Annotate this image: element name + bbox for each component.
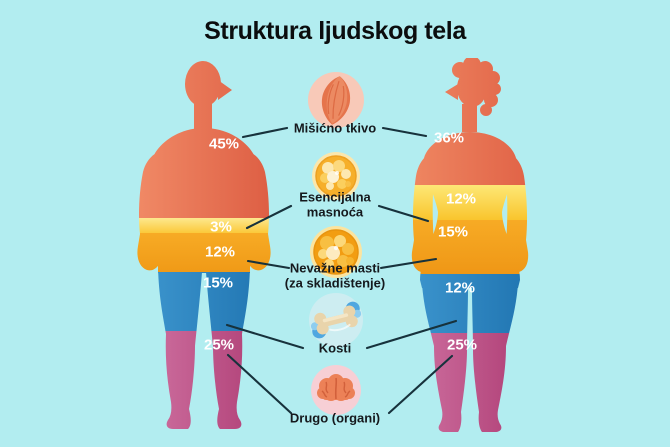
male-pct-other: 25% <box>203 336 235 354</box>
label-other-organs: Drugo (organi) <box>289 410 381 426</box>
label-essential-fat: Esencijalna masnoća <box>299 189 371 220</box>
male-pct-essential-fat: 3% <box>210 218 232 236</box>
male-band-muscle <box>137 61 271 218</box>
fat-storage-icon <box>310 226 362 278</box>
muscle-icon <box>308 72 364 128</box>
male-band-essential-fat <box>137 218 271 233</box>
bone-icon <box>309 293 363 347</box>
female-band-muscle <box>411 58 529 185</box>
label-bones: Kosti <box>318 340 352 356</box>
female-figure <box>411 58 529 432</box>
fat-cell-icon <box>312 152 360 200</box>
female-pct-bones: 12% <box>444 279 476 297</box>
label-storage-fat: Nevažne masti (za skladištenje) <box>284 260 386 291</box>
male-pct-bones: 15% <box>202 274 234 292</box>
female-band-storage-fat <box>411 220 529 274</box>
male-pct-storage-fat: 12% <box>204 243 236 261</box>
male-pct-muscle: 45% <box>208 135 240 153</box>
brain-icon <box>311 365 361 415</box>
female-pct-essential-fat: 12% <box>445 190 477 208</box>
female-band-essential-fat <box>411 185 529 220</box>
label-muscle-tissue: Mišićno tkivo <box>293 120 377 136</box>
female-pct-storage-fat: 15% <box>437 223 469 241</box>
female-pct-muscle: 36% <box>433 129 465 147</box>
page-title: Struktura ljudskog tela <box>204 17 466 45</box>
female-pct-other: 25% <box>446 336 478 354</box>
